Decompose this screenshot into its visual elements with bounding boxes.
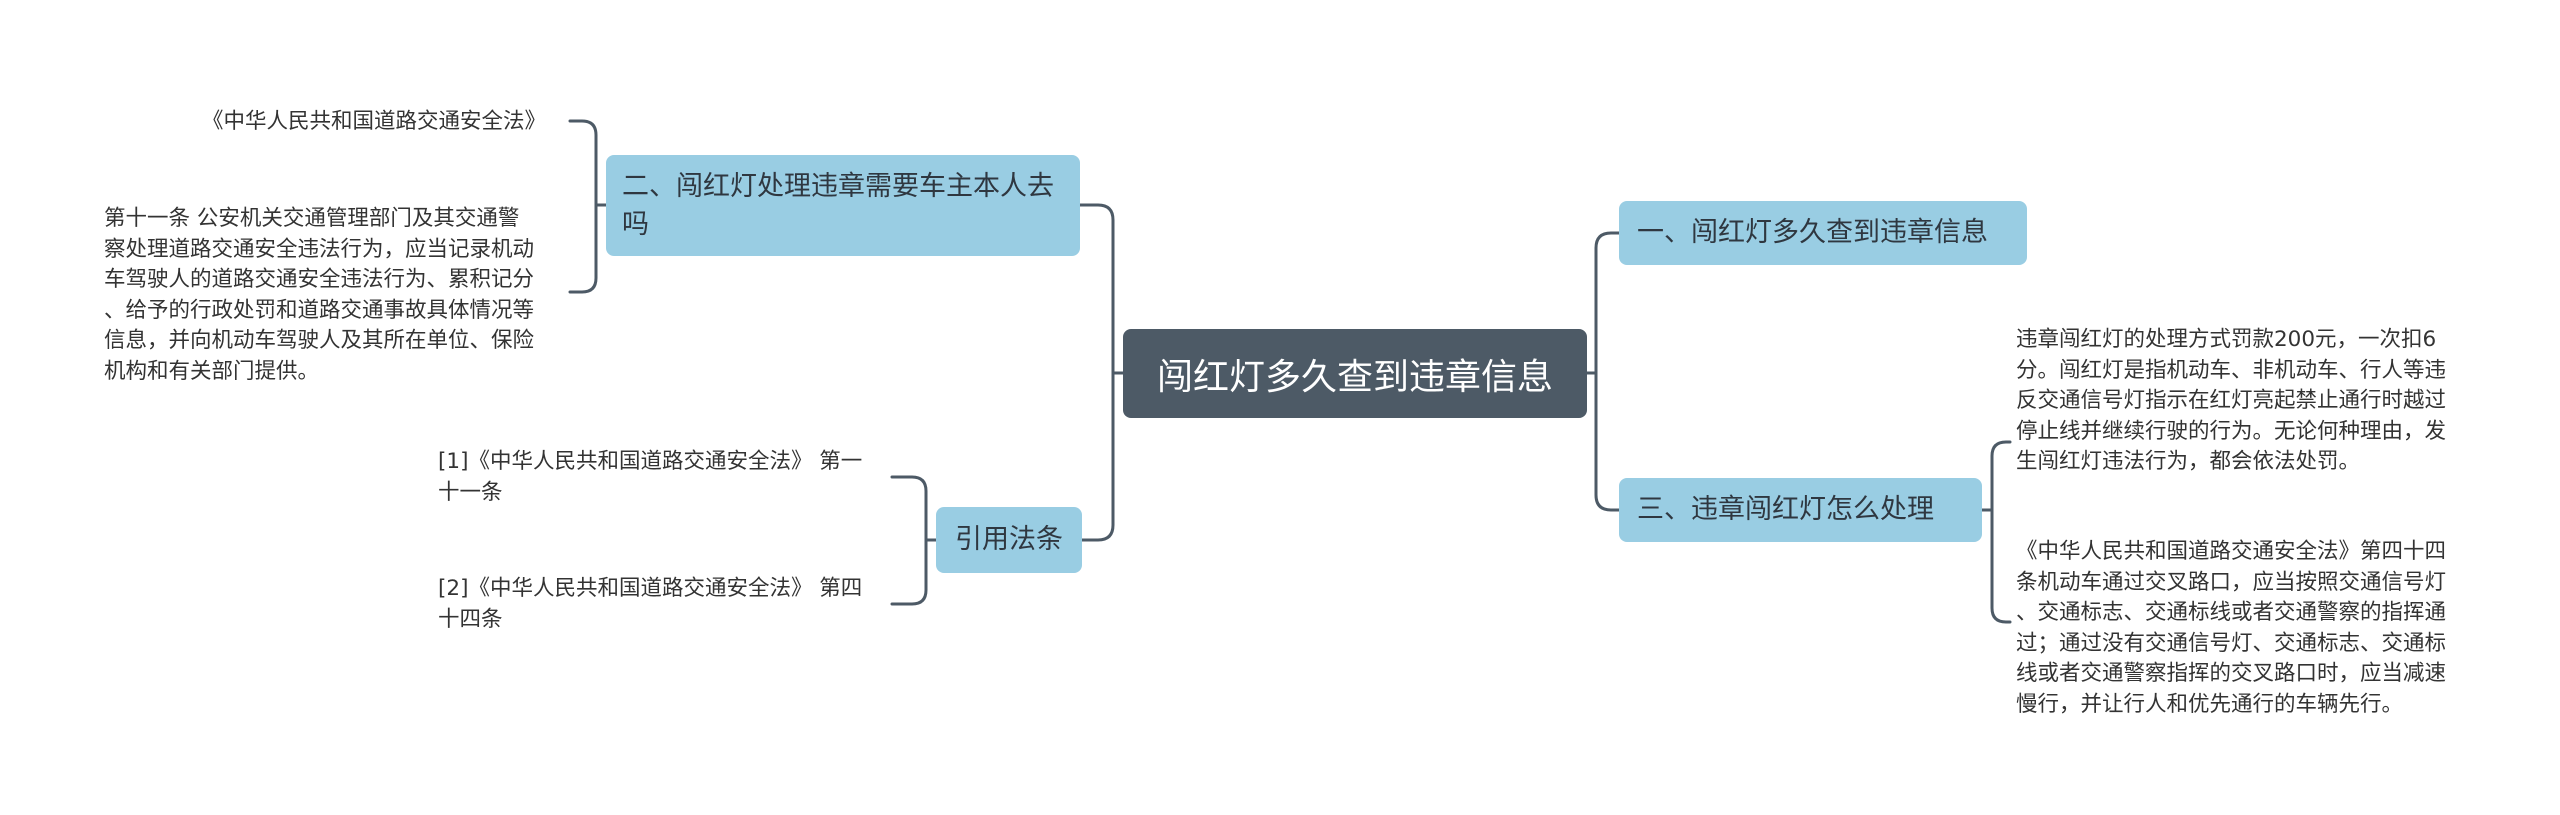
connector-b4-l3 [890, 475, 928, 542]
leaf-citation-1: [1]《中华人民共和国道路交通安全法》 第一 十一条 [438, 449, 863, 505]
branch-topic-1[interactable]: 一、闯红灯多久查到违章信息 [1619, 201, 2027, 265]
connector-root-b4 [1080, 371, 1115, 542]
leaf-law-title: 《中华人民共和国道路交通安全法》 [201, 109, 546, 134]
root-topic[interactable]: 闯红灯多久查到违章信息 [1123, 329, 1587, 418]
connector-root-b3 [1594, 371, 1621, 512]
branch-topic-citations[interactable]: 引用法条 [936, 507, 1082, 573]
connector-b2-l2 [568, 203, 598, 294]
branch-topic-3[interactable]: 三、违章闯红灯怎么处理 [1619, 478, 1982, 542]
connector-b3-l5 [1990, 440, 2012, 512]
connector-b4-l4 [890, 538, 928, 606]
leaf-citation-2: [2]《中华人民共和国道路交通安全法》 第四 十四条 [438, 576, 863, 632]
leaf-article-11: 第十一条 公安机关交通管理部门及其交通警 察处理道路交通安全违法行为，应当记录机… [104, 206, 535, 384]
branch-topic-2[interactable]: 二、闯红灯处理违章需要车主本人去吗 [606, 155, 1080, 256]
leaf-article-44: 《中华人民共和国道路交通安全法》第四十四 条机动车通过交叉路口，应当按照交通信号… [2016, 539, 2447, 717]
connector-root-b2 [1078, 203, 1115, 375]
connector-b2-l1 [568, 119, 598, 207]
leaf-penalty-info: 违章闯红灯的处理方式罚款200元，一次扣6 分。闯红灯是指机动车、非机动车、行人… [2016, 327, 2447, 474]
connector-root-b1 [1594, 231, 1621, 375]
connector-b3-l6 [1990, 508, 2012, 624]
